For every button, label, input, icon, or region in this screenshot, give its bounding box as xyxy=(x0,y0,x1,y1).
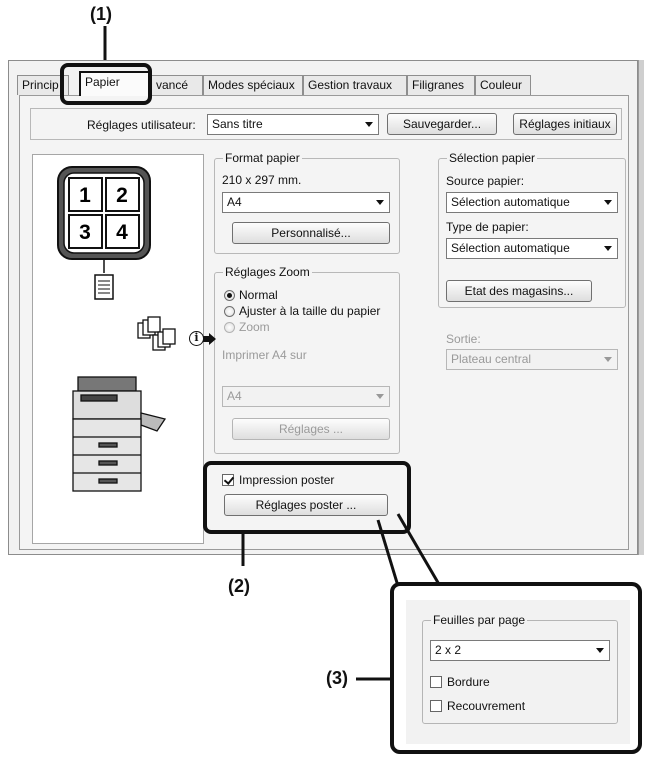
tab-content-papier: Réglages utilisateur: Sans titre Sauvega… xyxy=(19,95,629,550)
radio-normal-label: Normal xyxy=(239,288,278,302)
tab-principal[interactable]: Princip xyxy=(17,75,69,95)
print-on-label: Imprimer A4 sur xyxy=(222,348,307,362)
tab-gestion-travaux[interactable]: Gestion travaux xyxy=(303,75,407,95)
defaults-button[interactable]: Réglages initiaux xyxy=(513,113,617,135)
poster-settings-area: Feuilles par page 2 x 2 Bordure Recouvre… xyxy=(406,600,630,744)
preview-illustration: 1 2 3 4 xyxy=(57,166,176,492)
tray-status-button[interactable]: Etat des magasins... xyxy=(446,280,592,302)
radio-zoom-label: Zoom xyxy=(239,320,270,334)
callout-1-leader xyxy=(103,26,107,64)
zoom-settings-button[interactable]: Réglages ... xyxy=(232,418,390,440)
page-number-1: 1 xyxy=(79,184,91,207)
paper-selection-group: Sélection papier xyxy=(438,151,626,308)
info-icon-arrow xyxy=(203,333,216,345)
tab-couleur[interactable]: Couleur xyxy=(475,75,531,95)
radio-zoom[interactable] xyxy=(224,322,235,333)
tab-filigranes[interactable]: Filigranes xyxy=(407,75,475,95)
paper-format-value: A4 xyxy=(227,195,242,209)
page-2-box xyxy=(105,177,140,212)
radio-fit-paper[interactable] xyxy=(224,306,235,317)
border-label: Bordure xyxy=(447,675,490,689)
page-4-box xyxy=(105,214,140,249)
user-settings-value: Sans titre xyxy=(212,117,263,131)
overlap-label: Recouvrement xyxy=(447,699,526,713)
paper-selection-title: Sélection papier xyxy=(447,151,538,165)
page-3-box xyxy=(68,214,103,249)
chevron-down-icon xyxy=(376,200,384,205)
page-number-4: 4 xyxy=(116,221,128,244)
print-on-select[interactable]: A4 xyxy=(222,386,390,407)
chevron-down-icon xyxy=(604,357,612,362)
sheets-per-page-select[interactable]: 2 x 2 xyxy=(430,640,610,661)
sheets-per-page-title: Feuilles par page xyxy=(431,613,528,627)
output-label: Sortie: xyxy=(446,332,481,346)
paper-source-label: Source papier: xyxy=(446,174,525,188)
paper-type-label: Type de papier: xyxy=(446,220,529,234)
user-settings-select[interactable]: Sans titre xyxy=(207,114,379,135)
callout-2: (2) xyxy=(228,576,250,596)
border-checkbox[interactable] xyxy=(430,676,442,688)
output-value: Plateau central xyxy=(451,352,532,366)
print-on-value: A4 xyxy=(227,389,242,403)
sheets-per-page-group: Feuilles par page xyxy=(422,613,618,724)
chevron-down-icon xyxy=(376,394,384,399)
radio-normal[interactable] xyxy=(224,290,235,301)
chevron-down-icon xyxy=(604,246,612,251)
poster-settings-button[interactable]: Réglages poster ... xyxy=(224,494,388,516)
callout-2-leader xyxy=(241,532,245,566)
paper-format-select[interactable]: A4 xyxy=(222,192,390,213)
printer-properties-dialog: Princip Papier vancé Modes spéciaux Gest… xyxy=(8,60,638,555)
poster-print-label: Impression poster xyxy=(239,473,335,487)
paper-type-value: Sélection automatique xyxy=(451,241,570,255)
tab-papier[interactable]: Papier xyxy=(79,71,151,96)
chevron-down-icon xyxy=(596,648,604,653)
poster-settings-zoom: Feuilles par page 2 x 2 Bordure Recouvre… xyxy=(390,582,642,754)
print-preview: 1 2 3 4 xyxy=(32,154,204,544)
user-settings-bar: Réglages utilisateur: Sans titre Sauvega… xyxy=(30,108,622,140)
page-number-3: 3 xyxy=(79,221,91,244)
page-number-2: 2 xyxy=(116,184,128,207)
tab-modes-speciaux[interactable]: Modes spéciaux xyxy=(203,75,303,95)
paper-size-text: 210 x 297 mm. xyxy=(222,173,302,187)
sheets-per-page-value: 2 x 2 xyxy=(435,643,462,657)
callout-3-leader xyxy=(356,677,394,681)
radio-fit-paper-label: Ajuster à la taille du papier xyxy=(239,304,381,318)
callout-3: (3) xyxy=(326,668,348,688)
overlap-checkbox[interactable] xyxy=(430,700,442,712)
tab-avance[interactable]: vancé xyxy=(151,75,203,95)
custom-size-button[interactable]: Personnalisé... xyxy=(232,222,390,244)
zoom-settings-group: Réglages Zoom xyxy=(214,265,400,454)
page-1-box xyxy=(68,177,103,212)
printer-icon xyxy=(72,376,167,492)
chevron-down-icon xyxy=(365,122,373,127)
paper-source-value: Sélection automatique xyxy=(451,195,570,209)
save-button[interactable]: Sauvegarder... xyxy=(387,113,497,135)
output-select[interactable]: Plateau central xyxy=(446,349,618,370)
dialog-side-border xyxy=(638,60,644,555)
callout-1: (1) xyxy=(90,4,112,24)
paper-format-title: Format papier xyxy=(223,151,302,165)
zoom-settings-title: Réglages Zoom xyxy=(223,265,312,279)
copies-icon xyxy=(137,316,176,351)
paper-type-select[interactable]: Sélection automatique xyxy=(446,238,618,259)
paper-format-group: Format papier xyxy=(214,151,400,254)
chevron-down-icon xyxy=(604,200,612,205)
paper-source-select[interactable]: Sélection automatique xyxy=(446,192,618,213)
poster-print-checkbox[interactable] xyxy=(222,474,234,486)
user-settings-label: Réglages utilisateur: xyxy=(87,118,196,132)
